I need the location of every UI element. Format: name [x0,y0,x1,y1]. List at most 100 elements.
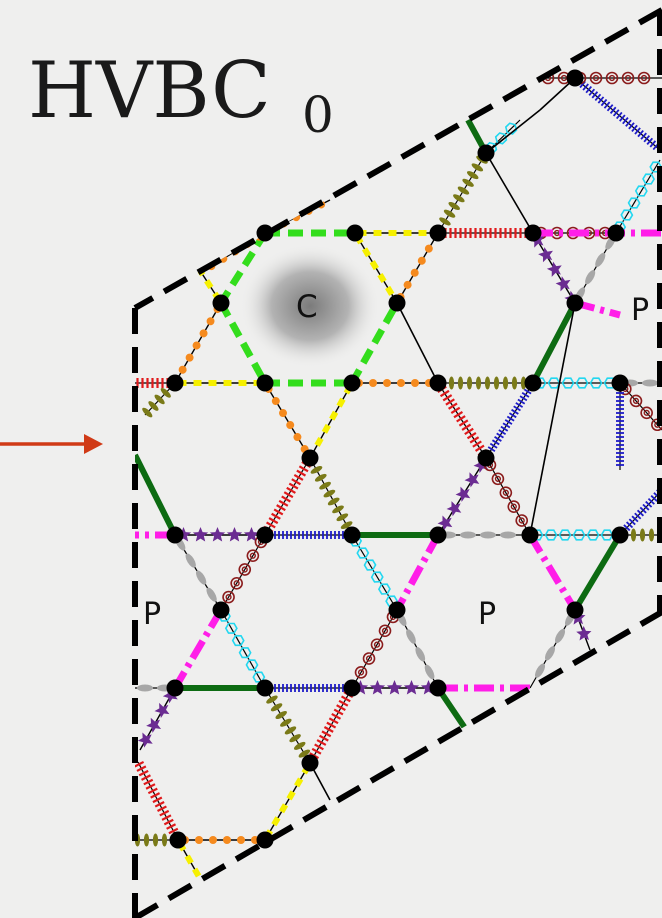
bond-bead [286,421,295,430]
bond-tick [597,96,605,104]
bond-tick [276,504,286,512]
lattice-site [301,754,319,772]
bond-star [386,680,403,695]
bond-tick [326,721,337,729]
bond [434,381,488,459]
bond-bead [480,531,496,539]
bond-spiral-core [643,409,650,416]
bond-tick [628,518,636,526]
bond [438,531,530,539]
bond-tick [314,743,324,751]
bond [573,75,661,151]
bond-bead [502,376,509,390]
bond-tick [163,818,174,826]
bond-spiral-core [241,566,248,573]
bond-spiral-core [381,627,389,634]
bond-star [369,680,386,695]
bond-bead [457,376,464,390]
cluster-highlight [240,244,380,368]
bond-tick [498,429,507,436]
bond-dash [238,380,247,386]
lattice-site [169,831,187,849]
bond [396,232,440,304]
bond-bead [142,407,153,418]
bond-bead [332,505,344,514]
bond-line [264,457,311,536]
bond-line [348,301,401,385]
bond [178,836,265,844]
bond-line [530,301,578,385]
bond-bead [199,329,208,338]
bond [307,382,353,460]
bond-tick [513,405,521,412]
lattice-site [524,374,542,392]
bond-bead [460,531,476,539]
bond-spiral [354,666,368,679]
bond-tick [278,499,289,507]
bond-bead [148,401,159,411]
bond-spiral [621,71,635,85]
bond-line [396,232,439,304]
lattice-site [343,679,361,697]
bond-tick [271,512,281,520]
bond-bead [411,379,419,387]
bond-tick [625,119,632,127]
bond-tick [159,809,170,817]
bond [175,527,265,542]
bond [171,608,225,690]
bond [572,533,623,612]
bond-spiral [507,500,521,513]
bond-spiral [246,549,260,563]
lattice-site [166,679,184,697]
bond-bead [195,836,203,844]
bond-line [437,382,487,459]
bond-bead [209,836,217,844]
bond [264,382,311,459]
bond-bead [279,409,288,418]
bond-line [171,608,225,690]
bond-tick [456,415,466,423]
bond-bead [178,365,187,374]
bond-bead [185,553,196,568]
bond-bead [453,194,465,203]
bond-tick [147,787,158,795]
bond-ring [547,377,561,389]
bond-tick [519,395,528,402]
bond-bead [206,317,215,326]
lattice-site [301,449,319,467]
lattice-site [388,601,406,619]
bond-tick [469,436,480,444]
lattice-site [212,294,230,312]
lattice-site [521,526,539,544]
bond-star [446,501,462,517]
bond-tick [138,769,149,777]
bond-tick [489,442,498,449]
bond-tick [628,122,635,130]
bond-bead [185,353,194,362]
lattice-site [477,449,495,467]
bond-bead [310,465,323,474]
bond-dash [403,230,412,236]
bond [175,380,265,386]
bond-star [538,247,553,263]
lattice-site [566,294,584,312]
bond-bead [595,252,606,267]
bond-star [192,527,209,542]
bond-bead [462,178,474,187]
bond-spiral-core [225,594,232,601]
bond-bead [554,628,566,644]
bond-star [546,261,562,277]
bond-spiral-core [502,489,509,496]
bond-tick [453,410,464,419]
bond-tick [268,517,279,525]
bond-bead [271,397,280,406]
bond-bead [466,171,479,180]
bond-bead [223,836,231,844]
bond-line [572,533,623,612]
bond-bead [293,433,302,442]
bond-tick [508,412,517,419]
lattice-site [611,526,629,544]
bond-ring [620,209,634,221]
bond-tick [143,778,154,786]
